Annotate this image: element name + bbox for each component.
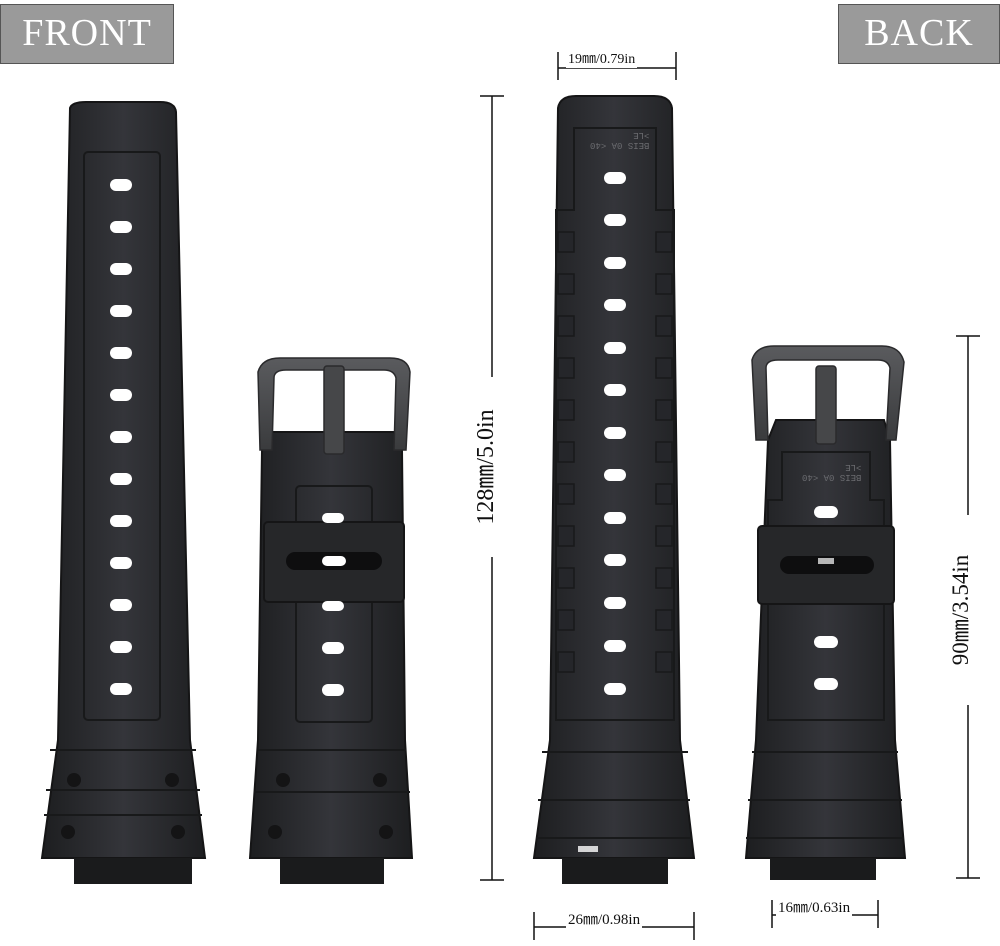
short-strap-end-width-label: 16㎜/0.63in xyxy=(776,896,853,917)
back-long-strap xyxy=(532,95,696,884)
short-length-label: 90㎜/3.54in xyxy=(948,515,974,705)
long-strap-end-width-label: 26㎜/0.98in xyxy=(566,908,643,929)
back-long-strap-holes xyxy=(604,172,626,695)
back-long-strap-tabs xyxy=(557,231,673,673)
total-length-label: 128㎜/5.0in xyxy=(473,377,499,557)
back-strap-stamp: BEIS 0A <40 >LE xyxy=(590,130,650,150)
front-label: FRONT xyxy=(0,4,174,64)
back-short-strap xyxy=(744,345,907,880)
back-short-strap-stamp: BEIS 0A <40 >LE xyxy=(802,462,862,482)
back-label: BACK xyxy=(838,4,1000,64)
lug-width-label: 19㎜/0.79in xyxy=(566,48,638,68)
front-short-strap xyxy=(248,357,414,884)
front-long-strap xyxy=(40,101,207,884)
front-long-strap-holes xyxy=(110,179,132,695)
front-buckle xyxy=(257,357,411,455)
back-buckle xyxy=(751,345,905,445)
